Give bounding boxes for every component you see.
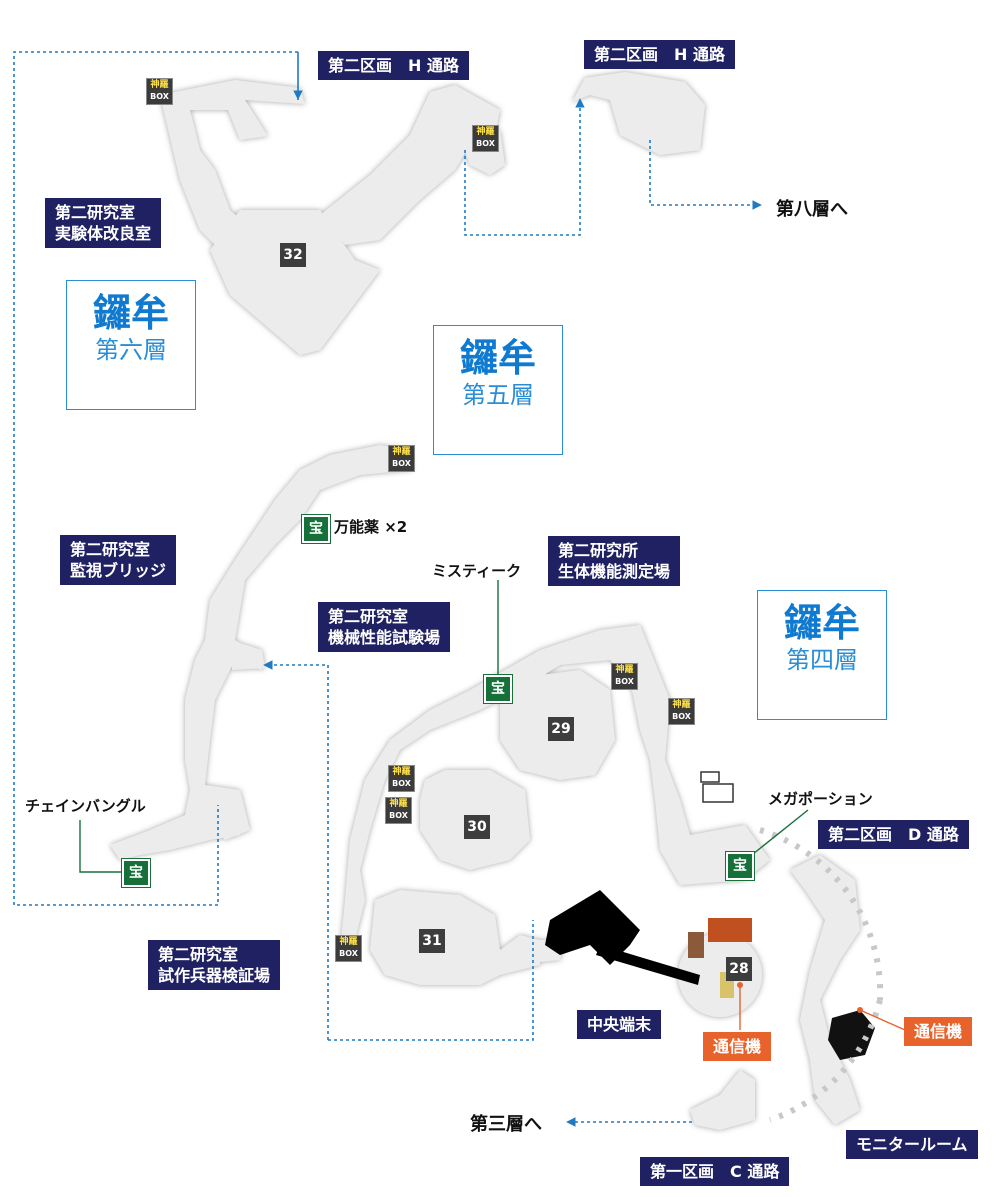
box-line2: BOX [672,712,691,721]
treasure-icon: 宝 [483,674,513,704]
item-chain-bangle-label: チェインバングル [25,797,146,815]
box-line2: BOX [615,677,634,686]
room-number: 30 [464,815,490,839]
room-number: 31 [419,929,445,953]
item-mystic-label: ミスティーク [432,562,522,580]
box-line2: BOX [339,949,358,958]
terminal-icon [700,771,734,803]
label-comm-2: 通信機 [904,1017,973,1046]
treasure-icon: 宝 [121,858,151,888]
label-comm-1: 通信機 [703,1032,772,1061]
label-exp-lab: 第二研究室 実験体改良室 [45,198,162,248]
room-number: 29 [548,717,574,741]
floor6-title: 鑼牟 [92,291,169,335]
floor4-subtitle: 第四層 [786,646,858,674]
floor5-title-box: 鑼牟 第五層 [433,325,563,455]
label-h-passage-1: 第二区画 H 通路 [318,51,469,80]
label-bio-lab: 第二研究所 生体機能測定場 [548,536,681,586]
floor5-title: 鑼牟 [459,336,536,380]
box-line1: 神羅 [392,447,411,457]
item-mega-potion-label: メガポーション [768,790,873,808]
box-line1: 神羅 [672,700,691,710]
box-line2: BOX [392,779,411,788]
shinra-box-icon: 神羅 BOX [611,663,638,690]
room-number: 28 [726,957,752,981]
label-mech-lab: 第二研究室 機械性能試験場 [318,602,451,652]
shinra-box-icon: 神羅 BOX [335,935,362,962]
floor6-shape [160,80,505,355]
label-d-passage: 第二区画 D 通路 [818,820,969,849]
floor6-right-shape [572,72,705,155]
treasure-icon: 宝 [301,514,331,544]
shinra-box-icon: 神羅 BOX [388,445,415,472]
box-line1: 神羅 [476,127,495,137]
floor6-title-box: 鑼牟 第六層 [66,280,196,410]
route-lines [13,51,762,1127]
label-prototype-lab: 第二研究室 試作兵器検証場 [148,940,281,990]
label-monitor-bridge: 第二研究室 監視ブリッジ [60,535,177,585]
exit-eighth-floor: 第八層へ [776,199,848,220]
floor5-subtitle: 第五層 [462,381,534,409]
room-number: 32 [280,243,306,267]
floor6-subtitle: 第六層 [95,336,167,364]
central-terminal-shape [545,890,875,1060]
label-c-passage: 第一区画 C 通路 [640,1157,790,1186]
floor4-title: 鑼牟 [783,601,860,645]
pointer-lines [79,580,906,1031]
box-line1: 神羅 [392,767,411,777]
box-line2: BOX [476,139,495,148]
box-line1: 神羅 [615,665,634,675]
floor5-shape [110,445,412,860]
shinra-box-icon: 神羅 BOX [668,698,695,725]
shinra-box-icon: 神羅 BOX [146,78,173,105]
treasure-icon: 宝 [725,851,755,881]
label-h-passage-2: 第二区画 H 通路 [584,40,735,69]
box-line2: BOX [150,92,169,101]
box-line2: BOX [389,811,408,820]
label-monitor-room: モニタールーム [846,1130,978,1159]
label-central-terminal: 中央端末 [577,1010,662,1039]
shinra-box-icon: 神羅 BOX [385,797,412,824]
box-line1: 神羅 [389,799,408,809]
shinra-box-icon: 神羅 BOX [472,125,499,152]
comm-dots [737,982,863,1013]
exit-third-floor: 第三層へ [470,1114,542,1135]
box-line2: BOX [392,459,411,468]
item-elixir-label: 万能薬 ×2 [334,518,408,536]
box-line1: 神羅 [339,937,358,947]
floor4-title-box: 鑼牟 第四層 [757,590,887,720]
box-line1: 神羅 [150,80,169,90]
shinra-box-icon: 神羅 BOX [388,765,415,792]
